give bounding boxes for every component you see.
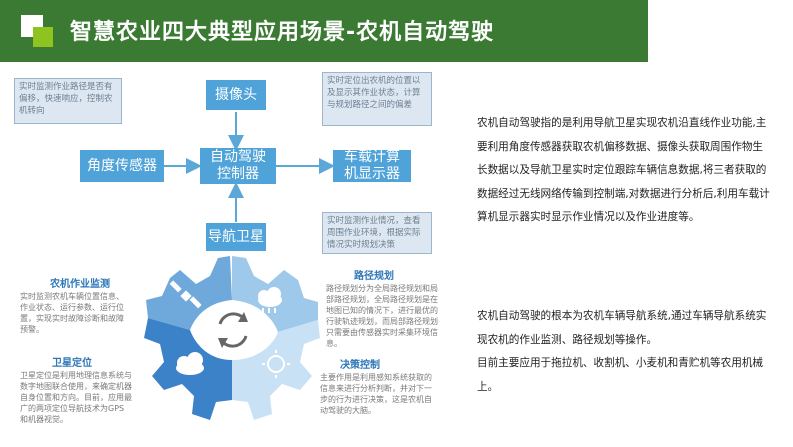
section-text-decision: 主要作用是利用感知系统获取的信息来进行分析判断，并对下一步的行为进行决策，这是农… <box>320 373 432 415</box>
note-camera: 实时定位出农机的位置以及显示其作业状态，计算与规划路径之间的偏差 <box>322 72 432 126</box>
rain-cloud-icon <box>258 287 282 313</box>
section-text-path-planning: 路径规划分为全局路径规划和局部路径规划，全局路径规划是在地图已知的情况下，进行最… <box>326 284 438 348</box>
description-paragraph-1: 农机自动驾驶指的是利用导航卫星实现农机沿直线作业功能,主要利用角度传感器获取农机… <box>477 117 770 223</box>
camera-node: 摄像头 <box>206 80 266 110</box>
satellite-icon <box>169 280 202 309</box>
section-title-positioning: 卫星定位 <box>52 358 92 369</box>
description-paragraph-3: 目前主要应用于拖拉机、收割机、小麦机和青贮机等农用机械上。 <box>477 357 764 393</box>
vehicle-display-node: 车载计算机显示器 <box>333 149 411 182</box>
sun-icon <box>262 350 290 378</box>
section-title-decision: 决策控制 <box>340 360 380 371</box>
section-title-path-planning: 路径规划 <box>354 271 394 282</box>
section-title-monitoring: 农机作业监测 <box>50 279 110 290</box>
gear-center <box>206 303 260 357</box>
angle-sensor-node: 角度传感器 <box>80 150 164 182</box>
section-text-monitoring: 实时监测农机车辆位置信息、作业状态、运行参数、运行位置，实现实时故障诊断和故障预… <box>20 292 124 334</box>
logo-square-green <box>33 27 53 47</box>
page-title: 智慧农业四大典型应用场景-农机自动驾驶 <box>70 20 495 45</box>
gear-segment-top-left <box>146 256 232 330</box>
gear-segment-bottom-right <box>232 320 320 420</box>
autopilot-controller-node: 自动驾驶控制器 <box>200 148 276 184</box>
header-bar: 智慧农业四大典型应用场景-农机自动驾驶 <box>0 0 648 62</box>
cloud-icon <box>176 352 204 375</box>
section-text-positioning: 卫星定位是利用地理信息系统与数字地图联合使用，来确定机器自身位置和方向。目前，应… <box>20 371 132 424</box>
refresh-icon <box>218 312 248 348</box>
note-satellite: 实时监测作业情况，查看周围作业环境，根据实际情况实时规划决策 <box>322 212 432 254</box>
note-left: 实时监测作业路径是否有偏移，快速响应，控制农机转向 <box>14 78 122 124</box>
nav-satellite-node: 导航卫星 <box>206 223 266 251</box>
description-paragraph-2: 农机自动驾驶的根本为农机车辆导航系统,通过车辆导航系统实现农机的作业监测、路径规… <box>477 310 767 346</box>
